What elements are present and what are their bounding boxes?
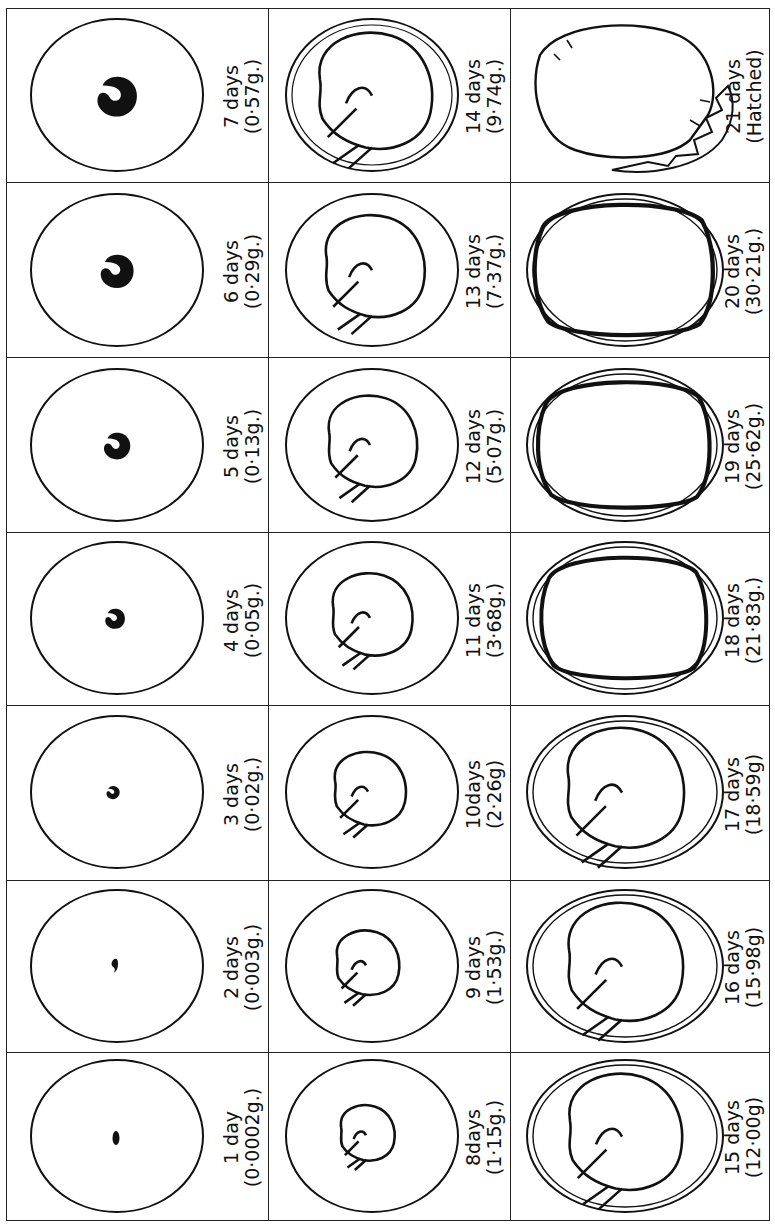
day-cell: 13 days(7·37g.) [268, 182, 511, 358]
day-label: 1 day(0·0002g.) [221, 1088, 262, 1187]
embryo-weight: (0·003g.) [242, 924, 263, 1011]
day-cell: 6 days(0·29g.) [6, 182, 269, 358]
day-label: 7 days(0·57g.) [221, 59, 262, 134]
day-count: 14 days [463, 59, 484, 134]
day-cell: 10days(2·26g) [268, 705, 511, 881]
egg-outlines [31, 19, 723, 1212]
embryo-weight: (25·62g.) [743, 402, 764, 489]
day-count: 9 days [463, 930, 484, 1005]
embryo-weight: (0·13g.) [242, 408, 263, 483]
day-count: 20 days [722, 227, 743, 314]
day-label: 9 days(1·53g.) [463, 930, 504, 1005]
day-cell: 8days(1·15g.) [268, 1052, 511, 1221]
day-cell: 19 days(25·62g.) [510, 357, 770, 533]
embryo-weight: (12·00g) [743, 1097, 764, 1178]
day-label: 5 days(0·13g.) [221, 408, 262, 483]
day-count: 7 days [221, 59, 242, 134]
day-label: 10days(2·26g) [463, 759, 504, 828]
day-count: 4 days [221, 582, 242, 657]
late-embryos [535, 205, 713, 1210]
day-cell: 15 days(12·00g) [510, 1052, 770, 1221]
embryo-weight: (9·74g.) [484, 59, 505, 134]
day-label: 19 days(25·62g.) [722, 402, 763, 489]
day-cell: 14 days(9·74g.) [268, 8, 511, 183]
embryo-weight: (5·07g.) [484, 408, 505, 483]
day-count: 8days [463, 1100, 484, 1175]
day-count: 12 days [463, 408, 484, 483]
embryo-weight: (Hatched) [743, 49, 764, 143]
day-cell: 20 days(30·21g.) [510, 182, 770, 358]
day-label: 2 days(0·003g.) [221, 924, 262, 1011]
day-count: 19 days [722, 402, 743, 489]
day-cell: 1 day(0·0002g.) [6, 1052, 269, 1221]
day-cell: 21 days(Hatched) [510, 8, 770, 183]
embryo-weight: (0·57g.) [242, 59, 263, 134]
day-label: 4 days(0·05g.) [221, 582, 262, 657]
day-label: 14 days(9·74g.) [463, 59, 504, 134]
day-count: 21 days [722, 49, 743, 143]
day-label: 21 days(Hatched) [722, 49, 763, 143]
day-label: 16 days(15·98g) [722, 927, 763, 1008]
day-label: 12 days(5·07g.) [463, 408, 504, 483]
day-label: 6 days(0·29g.) [221, 233, 262, 308]
day-count: 15 days [722, 1097, 743, 1178]
embryo-weight: (21·83g.) [743, 576, 764, 663]
day-label: 13 days(7·37g.) [463, 233, 504, 308]
day-cell: 18 days(21·83g.) [510, 532, 770, 706]
day-count: 2 days [221, 924, 242, 1011]
embryo-weight: (0·05g.) [242, 582, 263, 657]
day-label: 15 days(12·00g) [722, 1097, 763, 1178]
embryo-weight: (3·68g.) [484, 582, 505, 657]
day-cell: 17 days(18·59g) [510, 705, 770, 881]
day-label: 20 days(30·21g.) [722, 227, 763, 314]
embryo-weight: (18·59g) [743, 753, 764, 834]
day-cell: 3 days(0·02g.) [6, 705, 269, 881]
day-cell: 7 days(0·57g.) [6, 8, 269, 183]
hatched-chick [535, 25, 732, 171]
embryo-weight: (15·98g) [743, 927, 764, 1008]
day-cell: 12 days(5·07g.) [268, 357, 511, 533]
day-count: 3 days [221, 756, 242, 831]
growing-embryos [292, 25, 452, 1170]
day-count: 16 days [722, 927, 743, 1008]
day-count: 5 days [221, 408, 242, 483]
day-label: 11 days(3·68g.) [463, 582, 504, 657]
embryo-weight: (30·21g.) [743, 227, 764, 314]
day-label: 3 days(0·02g.) [221, 756, 262, 831]
day-count: 1 day [221, 1088, 242, 1187]
early-embryos [97, 77, 137, 1145]
day-cell: 5 days(0·13g.) [6, 357, 269, 533]
day-count: 17 days [722, 753, 743, 834]
day-count: 13 days [463, 233, 484, 308]
day-cell: 9 days(1·53g.) [268, 880, 511, 1053]
day-label: 18 days(21·83g.) [722, 576, 763, 663]
day-count: 6 days [221, 233, 242, 308]
embryo-weight: (7·37g.) [484, 233, 505, 308]
embryo-weight: (1·53g.) [484, 930, 505, 1005]
day-count: 18 days [722, 576, 743, 663]
day-count: 10days [463, 759, 484, 828]
day-count: 11 days [463, 582, 484, 657]
embryo-weight: (0·02g.) [242, 756, 263, 831]
day-cell: 16 days(15·98g) [510, 880, 770, 1053]
day-label: 17 days(18·59g) [722, 753, 763, 834]
embryo-weight: (0·29g.) [242, 233, 263, 308]
day-cell: 11 days(3·68g.) [268, 532, 511, 706]
embryo-weight: (2·26g) [484, 759, 505, 828]
day-label: 8days(1·15g.) [463, 1100, 504, 1175]
day-cell: 4 days(0·05g.) [6, 532, 269, 706]
embryo-weight: (1·15g.) [484, 1100, 505, 1175]
embryo-weight: (0·0002g.) [242, 1088, 263, 1187]
day-cell: 2 days(0·003g.) [6, 880, 269, 1053]
